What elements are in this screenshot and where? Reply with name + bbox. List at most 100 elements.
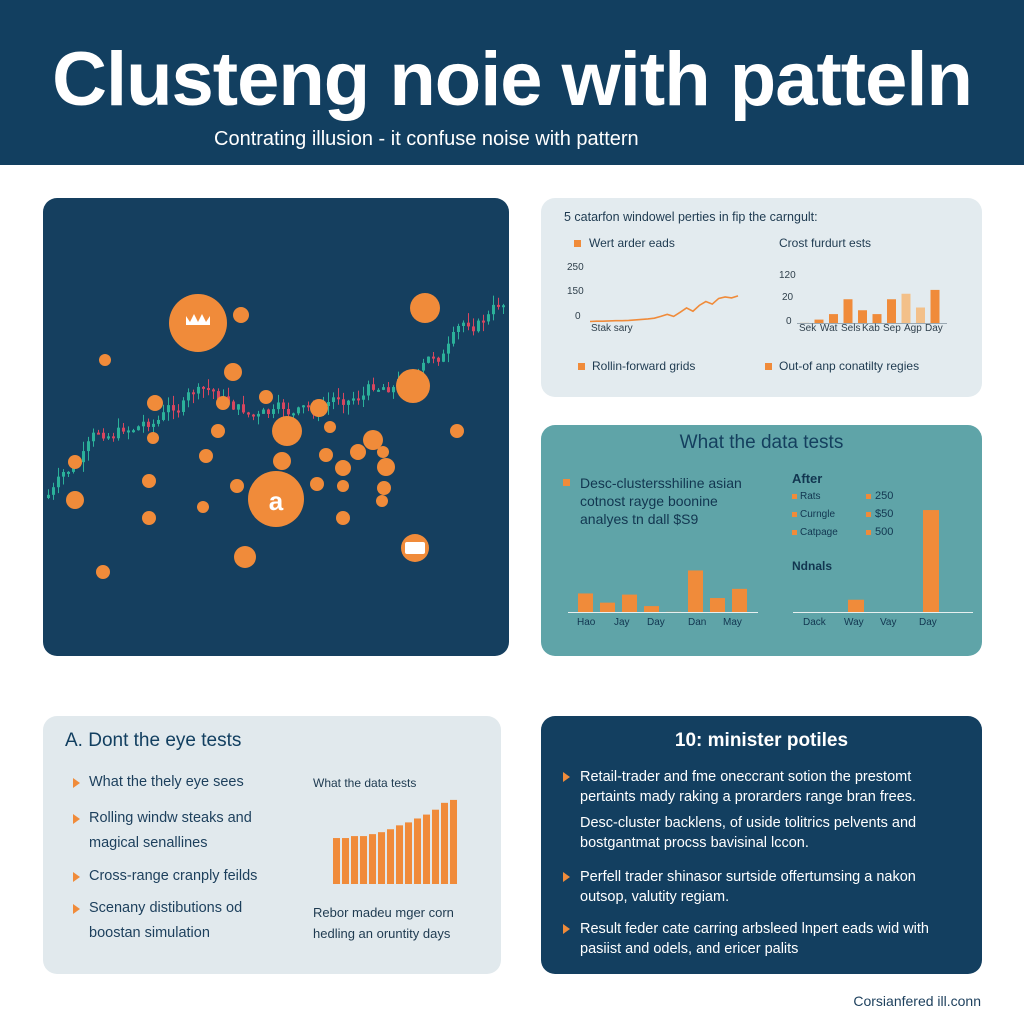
after-row-value-1: 250: [875, 490, 894, 502]
candle-body: [427, 356, 430, 363]
candle-body: [57, 476, 60, 488]
eye-chart-caption: Rebor madeu mger corn hedling an oruntit…: [313, 905, 454, 941]
candle-body: [437, 357, 440, 362]
scatter-dot: [310, 477, 324, 491]
minister-panel: 10: minister potiles Retail-trader and f…: [541, 716, 982, 974]
bar: [387, 829, 394, 884]
compare-panel: 5 catarfon windowel perties in fip the c…: [541, 198, 982, 397]
bar: [414, 818, 421, 884]
x-tick-label: Wat: [820, 323, 838, 334]
scatter-dot: [147, 432, 159, 444]
scatter-dot: [337, 480, 349, 492]
scatter-dot: [396, 369, 430, 403]
minister-item-3-line-1: Perfell trader shinasor surtside offertu…: [580, 869, 916, 885]
bar: [814, 319, 824, 324]
scatter-dot: [377, 446, 389, 458]
eye-item-3: Cross-range cranply feilds: [89, 868, 258, 884]
candle-body: [217, 391, 220, 401]
series-line: [589, 295, 739, 323]
candle-body: [137, 426, 140, 431]
candle-body: [247, 412, 250, 415]
candle-body: [442, 353, 445, 362]
scatter-dot: [66, 491, 84, 509]
candle-body: [467, 322, 470, 327]
candle-body: [337, 397, 340, 400]
noise-scatter-panel: a: [43, 198, 509, 656]
candle-body: [457, 326, 460, 332]
x-tick-label: Sels: [841, 323, 861, 334]
x-tick-label: Sep: [883, 323, 901, 334]
scatter-dot: [363, 430, 383, 450]
after-row-label-3: Catpage: [800, 527, 838, 538]
candle-body: [282, 402, 285, 409]
scatter-dot: [272, 416, 302, 446]
compare-heading: 5 catarfon windowel perties in fip the c…: [564, 210, 818, 224]
x-tick-label: Day: [925, 323, 943, 334]
candle-body: [267, 409, 270, 414]
bullet-triangle: [73, 778, 80, 788]
data-tests-title: What the data tests: [679, 432, 844, 453]
candle-body: [52, 487, 55, 495]
candle-body: [377, 389, 380, 392]
scatter-dot: [248, 471, 304, 527]
candle-body: [257, 413, 260, 417]
scatter-dot: [211, 424, 225, 438]
candle-body: [177, 410, 180, 413]
after-label: After: [792, 471, 823, 486]
row-marker: [792, 530, 797, 535]
tests-right-bar-chart: [793, 510, 973, 613]
right-tick-0: 120: [779, 270, 796, 281]
eye-chart-title: What the data tests: [313, 776, 417, 790]
minister-item-2: Desc-cluster backlens, of uside tolitric…: [580, 813, 970, 853]
noise-scatter-illustration: a: [47, 293, 505, 579]
candle-body: [242, 404, 245, 413]
left-tick-0: 250: [567, 262, 584, 273]
candle-body: [382, 387, 385, 390]
bar: [622, 594, 637, 613]
wallet-icon: [405, 542, 425, 554]
scatter-dot: [197, 501, 209, 513]
candle-body: [207, 388, 210, 391]
candle-body: [232, 401, 235, 410]
data-tests-panel: What the data tests Desc-clustersshiline…: [541, 425, 982, 656]
candle-body: [117, 427, 120, 439]
eye-item-4: Scenany distibutions od boostan simulati…: [89, 900, 243, 941]
bar: [342, 838, 349, 884]
candle-body: [192, 392, 195, 395]
row-marker: [866, 512, 871, 517]
row-marker: [792, 494, 797, 499]
scatter-dot: [96, 565, 110, 579]
header-banner: Clusteng noie with patteln Contrating il…: [0, 0, 1024, 165]
candle-body: [162, 412, 165, 420]
candle-body: [197, 386, 200, 394]
bar: [333, 838, 340, 884]
candle-body: [362, 395, 365, 400]
bar: [887, 299, 896, 324]
bar: [829, 314, 838, 324]
candle-body: [372, 384, 375, 390]
bar: [432, 809, 439, 884]
eye-tests-title: A. Dont the eye tests: [65, 730, 242, 751]
x-tick-label: Dack: [803, 617, 826, 628]
candle-body: [292, 413, 295, 416]
candle-body: [462, 322, 465, 327]
left-tick-2: 0: [575, 311, 581, 322]
after-row-value-2: $50: [875, 508, 894, 520]
candle-body: [367, 384, 370, 396]
scatter-dot: [324, 421, 336, 433]
x-tick-label: Dan: [688, 617, 707, 628]
candle-body: [132, 430, 135, 433]
eye-tests-panel: A. Dont the eye tests What the thely eye…: [43, 716, 501, 974]
bar: [369, 834, 376, 884]
candle-body: [307, 405, 310, 408]
row-marker: [792, 512, 797, 517]
candle-body: [482, 320, 485, 323]
minister-item-4-line-1: Result feder cate carring arbsleed lnper…: [580, 921, 929, 937]
x-tick-label: Agp: [904, 323, 922, 334]
legend-square: [765, 363, 772, 370]
bar: [378, 832, 385, 884]
candle-body: [262, 409, 265, 414]
scatter-dot: [350, 444, 366, 460]
candle-body: [97, 432, 100, 435]
scatter-dot: [377, 481, 391, 495]
